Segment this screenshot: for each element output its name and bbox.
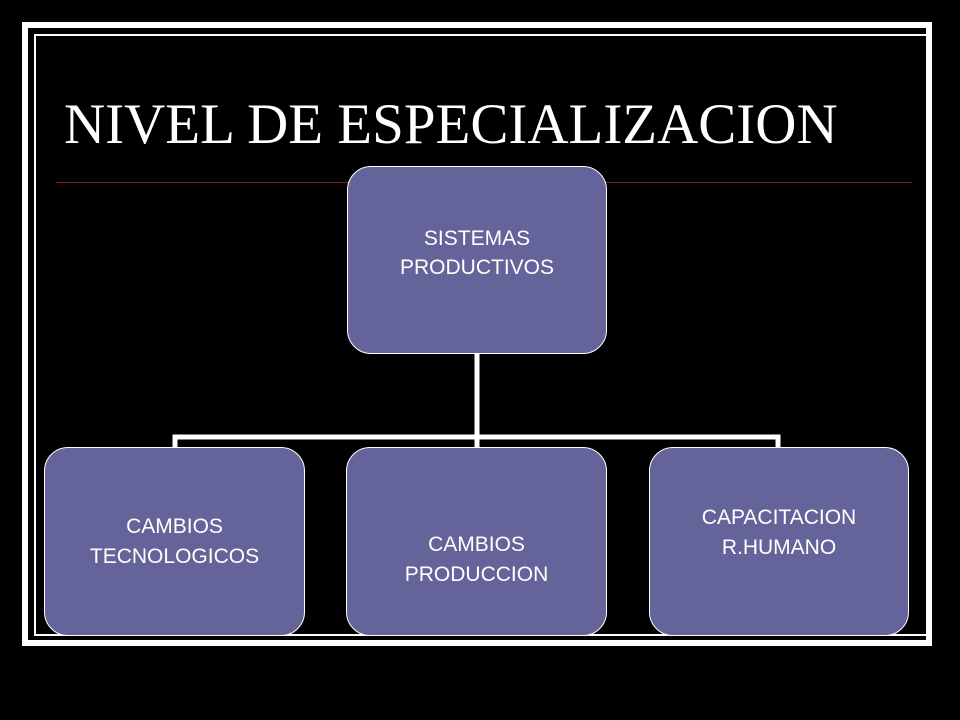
node-cambios-tecnologicos: CAMBIOS TECNOLOGICOS: [44, 447, 305, 636]
node-cambios-produccion: CAMBIOS PRODUCCION: [346, 447, 607, 636]
node-root-line2: PRODUCTIVOS: [399, 256, 554, 279]
node-child-3-line1: CAPACITACION: [701, 506, 857, 530]
node-root-line1: SISTEMAS: [423, 226, 531, 250]
node-sistemas-productivos: SISTEMAS PRODUCTIVOS: [347, 166, 607, 354]
node-child-1-line2: TECNOLOGICOS: [89, 544, 260, 568]
node-child-2-line2: PRODUCCION: [404, 562, 549, 586]
node-child-3-line2: R.HUMANO: [721, 535, 837, 559]
node-capacitacion-rhumano: CAPACITACION R.HUMANO: [649, 447, 909, 636]
slide-title: NIVEL DE ESPECIALIZACION: [64, 93, 838, 156]
node-child-2-line1: CAMBIOS: [428, 533, 525, 557]
node-child-1-line1: CAMBIOS: [126, 515, 223, 539]
